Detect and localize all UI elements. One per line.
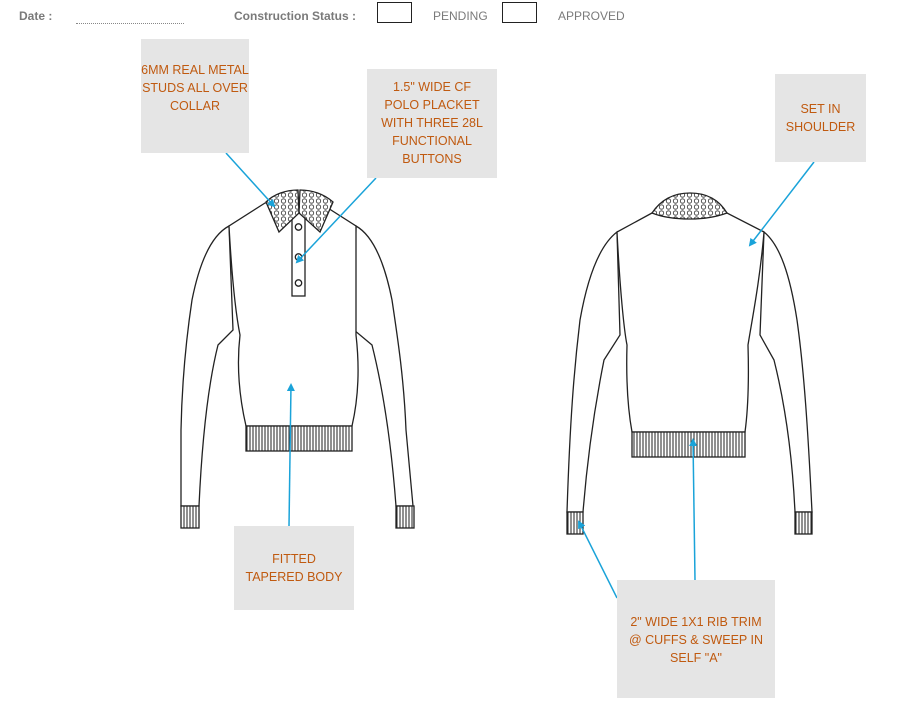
front-right-cuff xyxy=(395,505,415,529)
back-body xyxy=(616,212,765,433)
construction-status-label: Construction Status : xyxy=(234,9,356,23)
back-collar xyxy=(651,192,728,220)
placket-button-3 xyxy=(294,279,303,287)
back-right-sleeve xyxy=(759,230,813,513)
callout-placket: 1.5" WIDE CF POLO PLACKET WITH THREE 28L… xyxy=(367,69,497,178)
callout-collar: 6MM REAL METAL STUDS ALL OVER COLLAR xyxy=(141,39,249,153)
arrow-collar xyxy=(225,152,276,208)
front-right-sleeve xyxy=(353,224,414,507)
back-left-cuff xyxy=(566,511,584,535)
pending-checkbox[interactable] xyxy=(377,2,412,23)
callout-body: FITTED TAPERED BODY xyxy=(234,526,354,610)
arrow-rib-sweep xyxy=(689,438,698,581)
placket-button-1 xyxy=(294,223,303,231)
callout-arrows xyxy=(225,152,815,599)
pending-label: PENDING xyxy=(433,9,488,23)
callout-shoulder: SET IN SHOULDER xyxy=(775,74,866,162)
back-view xyxy=(566,192,813,535)
arrow-body xyxy=(286,383,295,527)
front-left-cuff xyxy=(180,505,200,529)
approved-checkbox[interactable] xyxy=(502,2,537,23)
front-sweep-rib xyxy=(245,425,353,452)
approved-label: APPROVED xyxy=(558,9,625,23)
back-sweep-rib xyxy=(631,431,746,458)
arrow-placket xyxy=(295,177,377,264)
back-right-cuff xyxy=(794,511,813,535)
date-label: Date : xyxy=(19,9,53,23)
back-left-sleeve xyxy=(566,230,621,513)
callout-rib-trim: 2" WIDE 1X1 RIB TRIM @ CUFFS & SWEEP IN … xyxy=(617,580,775,698)
date-field[interactable] xyxy=(76,23,184,24)
front-left-sleeve xyxy=(180,224,234,507)
arrow-rib-cuff xyxy=(578,520,618,599)
front-view xyxy=(180,189,415,529)
arrow-shoulder xyxy=(748,161,815,247)
front-collar-right xyxy=(298,189,334,234)
